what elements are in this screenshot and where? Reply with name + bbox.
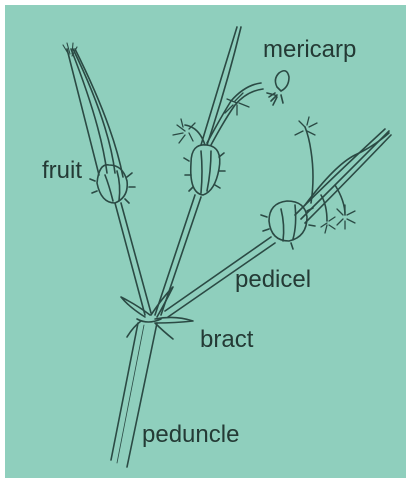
pedicel-middle xyxy=(155,195,201,315)
label-peduncle: peduncle xyxy=(142,423,239,447)
label-pedicel: pedicel xyxy=(235,268,311,292)
label-bract: bract xyxy=(200,328,253,352)
bract-cluster xyxy=(121,287,193,339)
pedicel-left xyxy=(115,203,151,315)
label-mericarp: mericarp xyxy=(263,38,356,62)
plant-drawing xyxy=(5,5,406,478)
label-fruit: fruit xyxy=(42,159,82,183)
diagram-panel: mericarp fruit pedicel bract peduncle xyxy=(5,5,406,478)
fruit-middle xyxy=(184,27,263,195)
